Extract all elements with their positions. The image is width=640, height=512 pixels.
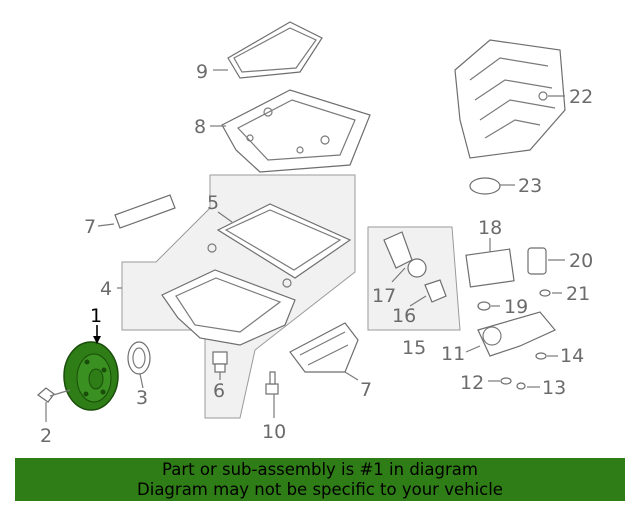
diagram-notice-banner: Part or sub-assembly is #1 in diagram Di… — [15, 458, 625, 501]
callout-6: 6 — [213, 380, 225, 402]
lower-oil-pan-part — [161, 243, 296, 346]
parts-diagram: 1 2 3 4 5 6 7 7 8 9 10 11 12 13 14 15 16… — [37, 21, 593, 447]
front-seal-part — [127, 341, 151, 375]
callout-23: 23 — [518, 175, 542, 197]
callout-16: 16 — [392, 305, 416, 327]
callout-15: 15 — [402, 337, 426, 359]
upper-gasket-part — [227, 21, 323, 79]
oil-level-sensor-part — [265, 371, 279, 395]
callout-22: 22 — [569, 86, 593, 108]
crankshaft-pulley-part — [63, 341, 119, 411]
banner-line-2: Diagram may not be specific to your vehi… — [137, 480, 503, 499]
callout-2: 2 — [40, 425, 52, 447]
callout-1-arrow — [93, 336, 101, 344]
upper-bracket-part — [114, 194, 176, 229]
small-seal-14-part — [535, 352, 547, 360]
callout-11: 11 — [441, 343, 465, 365]
callout-19: 19 — [504, 296, 528, 318]
callout-5: 5 — [207, 192, 219, 214]
upper-oil-pan-part — [221, 89, 371, 173]
callout-8: 8 — [194, 116, 206, 138]
callout-7-lower: 7 — [360, 379, 372, 401]
callout-1: 1 — [90, 305, 102, 327]
callout-18: 18 — [478, 217, 502, 239]
lower-cover-part — [289, 322, 359, 373]
callout-17: 17 — [372, 285, 396, 307]
small-seal-13-part — [516, 382, 526, 390]
callout-10: 10 — [262, 421, 286, 443]
callout-13: 13 — [542, 377, 566, 399]
oil-cooler-part — [465, 248, 515, 288]
callout-12: 12 — [460, 372, 484, 394]
pulley-bolt-part — [37, 387, 71, 403]
oil-filter-cap-part — [383, 231, 427, 278]
drain-plug-part — [212, 351, 228, 373]
pressure-sensor-part — [527, 247, 547, 275]
callout-4: 4 — [100, 278, 112, 300]
sensor-seal-part — [539, 289, 551, 297]
callout-3: 3 — [136, 387, 148, 409]
callout-20: 20 — [569, 250, 593, 272]
callout-7-upper: 7 — [84, 216, 96, 238]
callout-14: 14 — [560, 345, 584, 367]
intake-manifold-part — [454, 39, 566, 159]
small-seal-12-part — [500, 377, 512, 385]
leader-lines — [45, 69, 565, 422]
callout-9: 9 — [196, 61, 208, 83]
manifold-gasket-part — [469, 177, 501, 195]
oil-filter-housing-part — [477, 311, 556, 357]
callout-21: 21 — [566, 283, 590, 305]
cooler-seal-part — [477, 301, 491, 311]
banner-line-1: Part or sub-assembly is #1 in diagram — [162, 460, 478, 479]
oil-filter-element-part — [424, 279, 447, 303]
oil-pan-gasket-part — [216, 203, 352, 279]
